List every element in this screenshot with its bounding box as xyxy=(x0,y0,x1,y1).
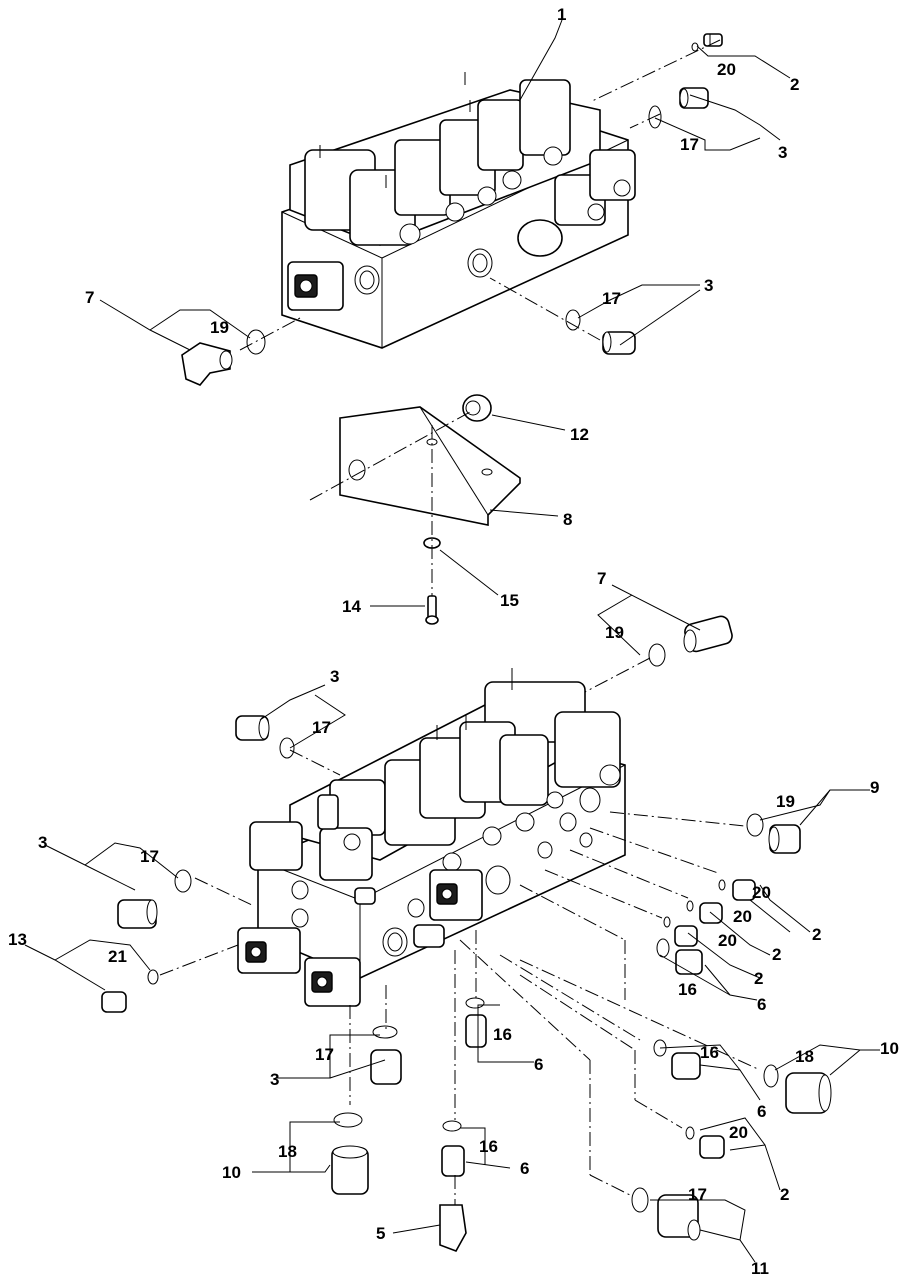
lower-fittings-2-group xyxy=(656,879,756,975)
callout-7: 7 xyxy=(85,288,94,307)
lower-oring-19b xyxy=(746,813,764,837)
callout-18: 18 xyxy=(795,1047,814,1066)
upper-connector xyxy=(287,261,344,311)
callout-2: 2 xyxy=(772,945,781,964)
callout-12: 12 xyxy=(570,425,589,444)
callout-6: 6 xyxy=(534,1055,543,1074)
lower-fitting-3b xyxy=(117,899,158,929)
callout-2: 2 xyxy=(780,1185,789,1204)
callout-14: 14 xyxy=(342,597,361,616)
callout-17: 17 xyxy=(602,289,621,308)
lower-oring-19a xyxy=(648,643,666,667)
callout-2: 2 xyxy=(790,75,799,94)
lower-fitting-2-right xyxy=(685,1126,725,1159)
screw-14 xyxy=(425,595,439,625)
callout-20: 20 xyxy=(752,883,771,902)
callout-20: 20 xyxy=(718,931,737,950)
callout-8: 8 xyxy=(563,510,572,529)
lower-oring-21 xyxy=(147,969,159,985)
upper-oring-17b xyxy=(565,309,581,331)
leader-lines xyxy=(24,19,880,1263)
lower-fitting-11 xyxy=(631,1187,701,1241)
upper-valve-block xyxy=(281,72,636,349)
upper-right-coils xyxy=(517,149,636,257)
callout-17: 17 xyxy=(688,1185,707,1204)
grommet-12 xyxy=(462,394,492,422)
callout-2: 2 xyxy=(754,969,763,988)
upper-elbow-7 xyxy=(181,342,233,386)
callout-6: 6 xyxy=(757,1102,766,1121)
callout-17: 17 xyxy=(312,718,331,737)
callout-2: 2 xyxy=(812,925,821,944)
callout-3: 3 xyxy=(38,833,47,852)
callout-3: 3 xyxy=(270,1070,279,1089)
upper-oring-20 xyxy=(691,42,699,52)
lower-fitting-6-vertical xyxy=(465,997,487,1048)
callout-16: 16 xyxy=(678,980,697,999)
callout-9: 9 xyxy=(870,778,879,797)
upper-fitting-2 xyxy=(703,33,723,47)
lower-fitting-13 xyxy=(101,991,127,1013)
callout-6: 6 xyxy=(757,995,766,1014)
callout-11: 11 xyxy=(751,1259,769,1278)
callout-5: 5 xyxy=(376,1224,385,1243)
lower-solenoid-stack xyxy=(289,668,621,872)
upper-valve-sections xyxy=(394,79,571,222)
lower-fitting-6-bottom xyxy=(441,1120,465,1177)
lower-fitting-10-bottom xyxy=(331,1112,369,1195)
elbow-5 xyxy=(439,1204,467,1252)
callout-16: 16 xyxy=(479,1137,498,1156)
lower-oring-17a xyxy=(279,737,295,759)
upper-oring-19 xyxy=(246,329,266,355)
callout-10: 10 xyxy=(880,1039,899,1058)
callout-16: 16 xyxy=(700,1043,719,1062)
callout-17: 17 xyxy=(140,847,159,866)
lower-fitting-10-right xyxy=(763,1064,832,1114)
lower-elbow-7 xyxy=(683,615,733,653)
callout-18: 18 xyxy=(278,1142,297,1161)
upper-fitting-3b xyxy=(602,331,636,355)
lower-connectors xyxy=(237,869,483,1007)
callout-1: 1 xyxy=(557,5,566,24)
upper-fitting-3a xyxy=(679,87,709,109)
lower-oring-17b xyxy=(174,869,192,893)
callout-10: 10 xyxy=(222,1163,241,1182)
callout-17: 17 xyxy=(315,1045,334,1064)
callout-20: 20 xyxy=(729,1123,748,1142)
callout-7: 7 xyxy=(597,569,606,588)
lower-fitting-9 xyxy=(768,824,801,854)
callout-3: 3 xyxy=(704,276,713,295)
upper-oring-17a xyxy=(648,105,662,129)
callout-20: 20 xyxy=(717,60,736,79)
lower-fitting-3a xyxy=(235,715,270,741)
callout-3: 3 xyxy=(778,143,787,162)
callout-13: 13 xyxy=(8,930,27,949)
callout-19: 19 xyxy=(776,792,795,811)
callout-20: 20 xyxy=(733,907,752,926)
callout-6: 6 xyxy=(520,1159,529,1178)
lower-left-coils xyxy=(249,794,373,881)
callout-17: 17 xyxy=(680,135,699,154)
callout-19: 19 xyxy=(210,318,229,337)
callout-21: 21 xyxy=(108,947,127,966)
callout-16: 16 xyxy=(493,1025,512,1044)
callout-19: 19 xyxy=(605,623,624,642)
callout-15: 15 xyxy=(500,591,519,610)
callout-3: 3 xyxy=(330,667,339,686)
bracket-8 xyxy=(339,406,521,526)
